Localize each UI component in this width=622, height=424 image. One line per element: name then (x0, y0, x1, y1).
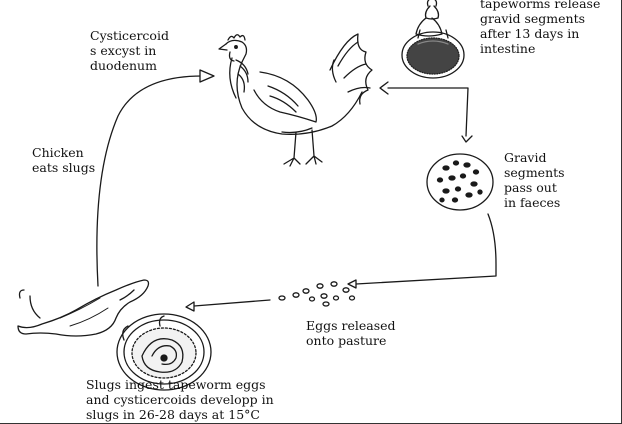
arrow-faeces-to-pasture (356, 214, 496, 284)
eggs-released-label: Eggs released onto pasture (306, 318, 396, 348)
arrow-slug-to-chicken (97, 76, 202, 286)
chicken-illustration (219, 34, 372, 166)
faeces-segment-illustration (427, 154, 493, 210)
eggs-illustration (279, 282, 355, 306)
life-cycle-arrows (97, 70, 496, 311)
slug-illustration (18, 280, 149, 336)
arrow-chicken-to-faeces (388, 88, 468, 136)
gravid-segment-illustration (402, 0, 464, 78)
chicken-eats-slugs-label: Chicken eats slugs (32, 145, 95, 175)
gravid-segments-label: Gravid segments pass out in faeces (504, 150, 565, 210)
cysticercoid-excyst-label: Cysticercoid s excyst in duodenum (90, 28, 169, 73)
tapeworms-release-label: tapeworms release gravid segments after … (480, 0, 600, 56)
slugs-ingest-label: Slugs ingest tapeworm eggs and cysticerc… (86, 377, 274, 422)
arrow-pasture-to-slug (194, 300, 270, 306)
